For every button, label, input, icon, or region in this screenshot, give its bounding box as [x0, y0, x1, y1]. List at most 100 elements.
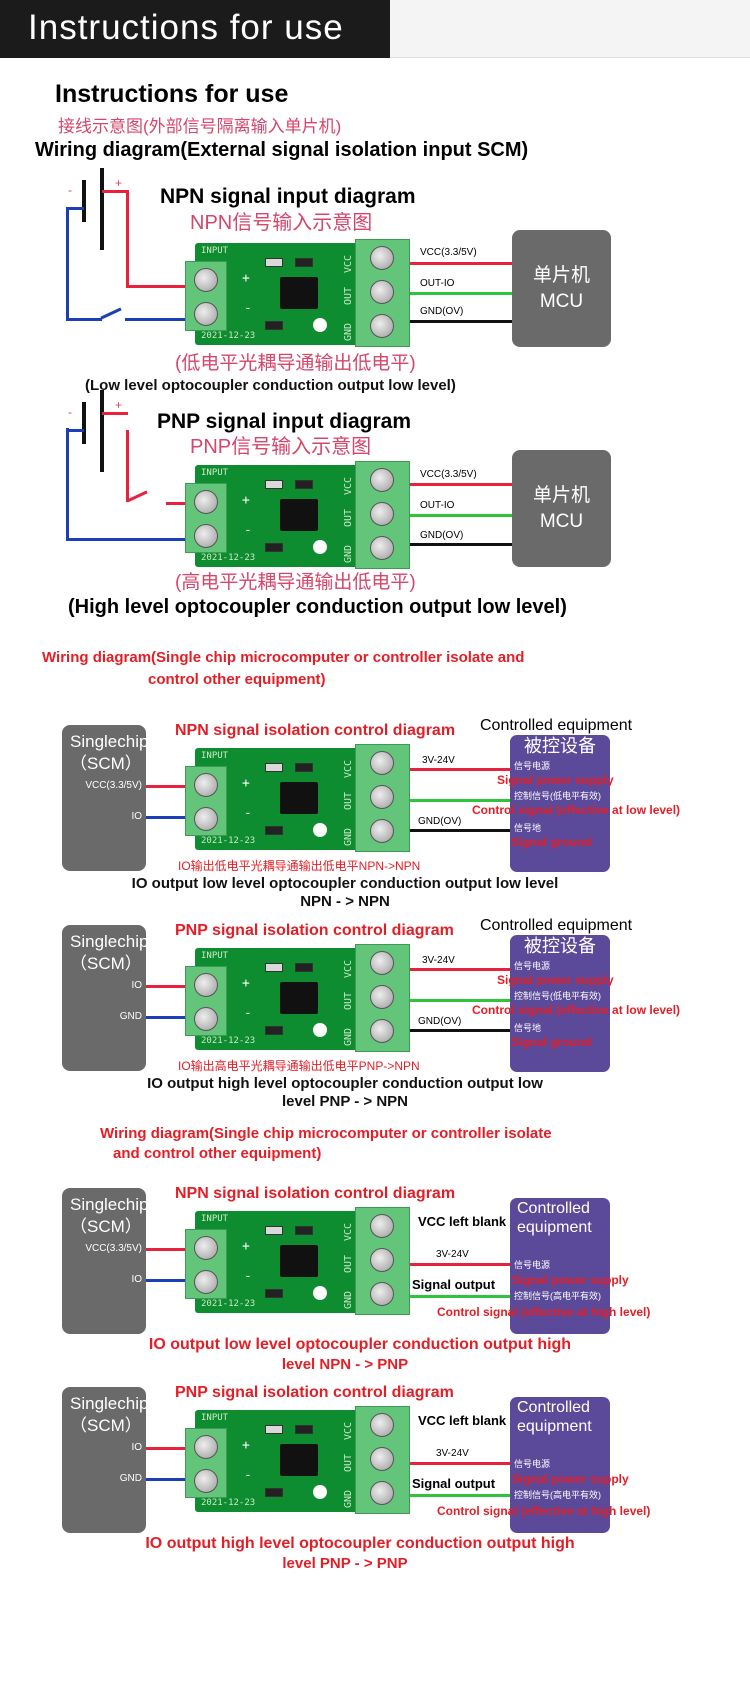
control-signal-label-cn: 控制信号(高电平有效) — [514, 1291, 601, 1301]
screw-icon — [370, 536, 394, 560]
controlled-equipment-box: 被控设备 信号电源 控制信号(低电平有效) 信号地 — [510, 735, 610, 872]
out-pin-label: OUT — [343, 1453, 354, 1472]
input-terminal — [185, 1428, 227, 1498]
header-bar — [0, 0, 390, 58]
scm-label: Singlechip — [70, 732, 149, 751]
intro-subtitle-cn: 接线示意图(外部信号隔离输入单片机) — [58, 117, 342, 136]
input-terminal — [185, 483, 227, 553]
out-pin-label: OUT — [343, 286, 354, 305]
control-signal-label-cn: 控制信号(低电平有效) — [514, 791, 601, 801]
gnd-pin-label: GND — [343, 322, 354, 341]
screw-icon — [370, 280, 394, 304]
optocoupler-chip — [280, 1444, 318, 1476]
input-label: INPUT — [201, 1214, 229, 1224]
screw-icon — [370, 502, 394, 526]
scm-label: Singlechip — [70, 1195, 149, 1214]
input-label: INPUT — [201, 468, 229, 478]
controlled-equipment-title: Controlled equipment — [480, 717, 633, 734]
module-board: INPUT + - 2021-12-23 VCC OUT GND — [185, 744, 410, 852]
equipment-label-cn: 被控设备 — [524, 936, 596, 956]
scm-pin-label: VCC(3.3/5V) — [85, 1243, 142, 1254]
signal-power-label-cn: 信号电源 — [514, 961, 551, 971]
scm-box: Singlechip（SCM） IO GND — [62, 1387, 149, 1533]
screw-icon — [370, 1019, 394, 1043]
signal-ground-label: Signal ground — [511, 1035, 592, 1049]
intro-subtitle-en: Wiring diagram(External signal isolation… — [35, 139, 529, 161]
output-terminal — [355, 461, 410, 569]
plus-label: + — [242, 776, 250, 791]
optocoupler-chip — [280, 982, 318, 1014]
wire-label-gnd: GND(OV) — [418, 1016, 462, 1027]
control-signal-label: Control signal (effective at low level) — [472, 1003, 681, 1017]
pnp-input-caption-cn: (高电平光耦导通输出低电平) — [175, 572, 416, 593]
wire-label-gnd: GND(OV) — [418, 816, 462, 827]
mcu-label-cn: 单片机 — [532, 264, 590, 286]
screw-icon — [194, 773, 218, 797]
caption-en-line2: NPN - > NPN — [300, 893, 390, 910]
pnp-input-caption-en: (High level optocoupler conduction outpu… — [68, 596, 567, 618]
wire-label-gnd: GND(OV) — [420, 530, 464, 541]
date-label: 2021-12-23 — [201, 1036, 256, 1046]
wire-label-power: 3V-24V — [436, 1249, 469, 1260]
diagram-title: PNP signal isolation control diagram — [175, 1384, 454, 1401]
battery-icon — [82, 180, 86, 222]
signal-power-label: Signal power supply — [512, 1472, 629, 1486]
battery-plus-label: + — [115, 398, 123, 412]
equipment-label-line1: Controlled — [517, 1200, 590, 1217]
input-terminal — [185, 261, 227, 331]
optocoupler-chip — [280, 1245, 318, 1277]
input-label: INPUT — [201, 951, 229, 961]
scm-label: （SCM） — [70, 1416, 142, 1435]
screw-icon — [194, 1007, 218, 1031]
scm-pin-label: VCC(3.3/5V) — [85, 780, 142, 791]
controlled-equipment-box: 被控设备 信号电源 控制信号(低电平有效) 信号地 — [510, 935, 610, 1072]
scm-pin-label: GND — [119, 1011, 142, 1022]
npn-input-title-cn: NPN信号输入示意图 — [190, 212, 373, 234]
battery-plus-label: + — [115, 176, 123, 190]
gnd-pin-label: GND — [343, 1290, 354, 1309]
screw-icon — [370, 1481, 394, 1505]
plus-label: + — [242, 1438, 250, 1453]
screw-icon — [370, 819, 394, 843]
plus-label: + — [242, 271, 250, 286]
control-signal-label-cn: 控制信号(低电平有效) — [514, 991, 601, 1001]
wire-label-out: OUT-IO — [420, 278, 455, 289]
input-terminal — [185, 1229, 227, 1299]
screw-icon — [370, 1282, 394, 1306]
vcc-pin-label: VCC — [343, 476, 354, 495]
control-signal-label: Control signal (effective at high level) — [437, 1504, 651, 1518]
screw-icon — [370, 1248, 394, 1272]
scm-label: Singlechip — [70, 1394, 149, 1413]
out-pin-label: OUT — [343, 791, 354, 810]
diagram-title: PNP signal isolation control diagram — [175, 922, 454, 939]
date-label: 2021-12-23 — [201, 331, 256, 341]
signal-output-label: Signal output — [412, 1476, 496, 1491]
scm-label: Singlechip — [70, 932, 149, 951]
signal-power-label-cn: 信号电源 — [514, 1459, 551, 1469]
minus-label: - — [244, 301, 252, 316]
screw-icon — [370, 785, 394, 809]
section3-heading-line1: Wiring diagram(Single chip microcomputer… — [100, 1125, 552, 1142]
date-label: 2021-12-23 — [201, 1498, 256, 1508]
mcu-label-cn: 单片机 — [532, 484, 590, 506]
scm-label: （SCM） — [70, 954, 142, 973]
signal-ground-label-cn: 信号地 — [514, 1023, 542, 1033]
screw-icon — [194, 268, 218, 292]
vcc-pin-label: VCC — [343, 254, 354, 273]
equipment-label-cn: 被控设备 — [524, 736, 596, 756]
vcc-left-blank-label: VCC left blank — [418, 1413, 507, 1428]
wire-label-vcc: VCC(3.3/5V) — [420, 469, 477, 480]
npn-input-caption-cn: (低电平光耦导通输出低电平) — [175, 353, 416, 374]
wire-label-power: 3V-24V — [422, 955, 455, 966]
module-board: INPUT + - 2021-12-23 VCC OUT GND — [185, 239, 410, 347]
equipment-label-line1: Controlled — [517, 1399, 590, 1416]
screw-icon — [370, 1413, 394, 1437]
vcc-pin-label: VCC — [343, 1222, 354, 1241]
signal-power-label: Signal power supply — [512, 1273, 629, 1287]
control-signal-label-cn: 控制信号(高电平有效) — [514, 1490, 601, 1500]
scm-box: Singlechip（SCM） VCC(3.3/5V) IO — [62, 1188, 149, 1334]
minus-label: - — [244, 1269, 252, 1284]
mcu-label-en: MCU — [539, 290, 584, 312]
battery-icon — [100, 390, 104, 472]
input-label: INPUT — [201, 246, 229, 256]
